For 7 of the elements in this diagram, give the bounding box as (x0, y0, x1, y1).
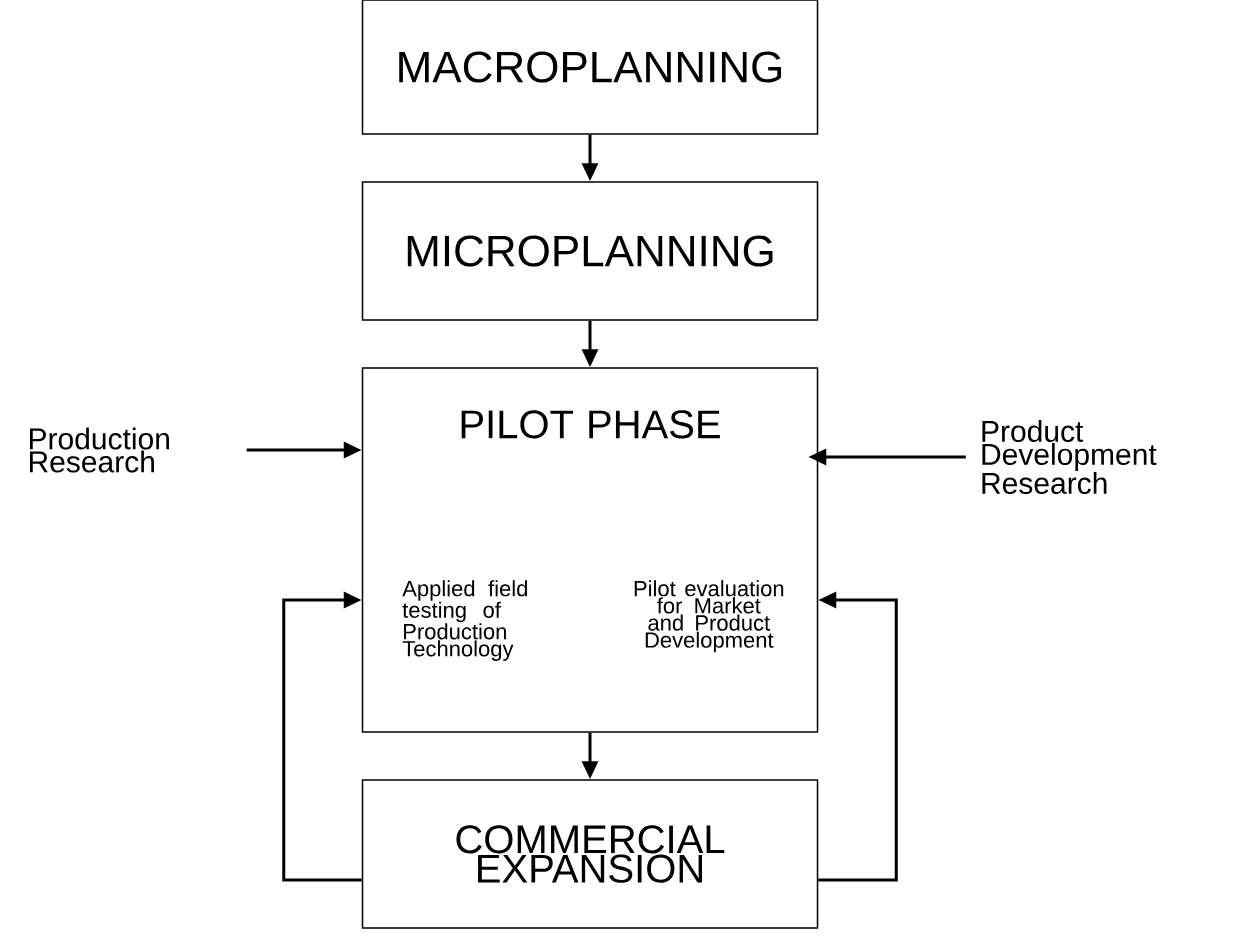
process-box: COMMERCIAL EXPANSION (361, 779, 819, 929)
process-box: MICROPLANNING (361, 181, 819, 321)
input-label: Production Research (29, 427, 169, 473)
input-label: Product Development Research (982, 420, 1157, 495)
process-box: PILOT PHASE Applied field testing of Production Technology Pilot evaluation for Market and Product Development (361, 367, 819, 733)
process-box: MACROPLANNING (361, 0, 819, 135)
arrow (282, 591, 362, 882)
